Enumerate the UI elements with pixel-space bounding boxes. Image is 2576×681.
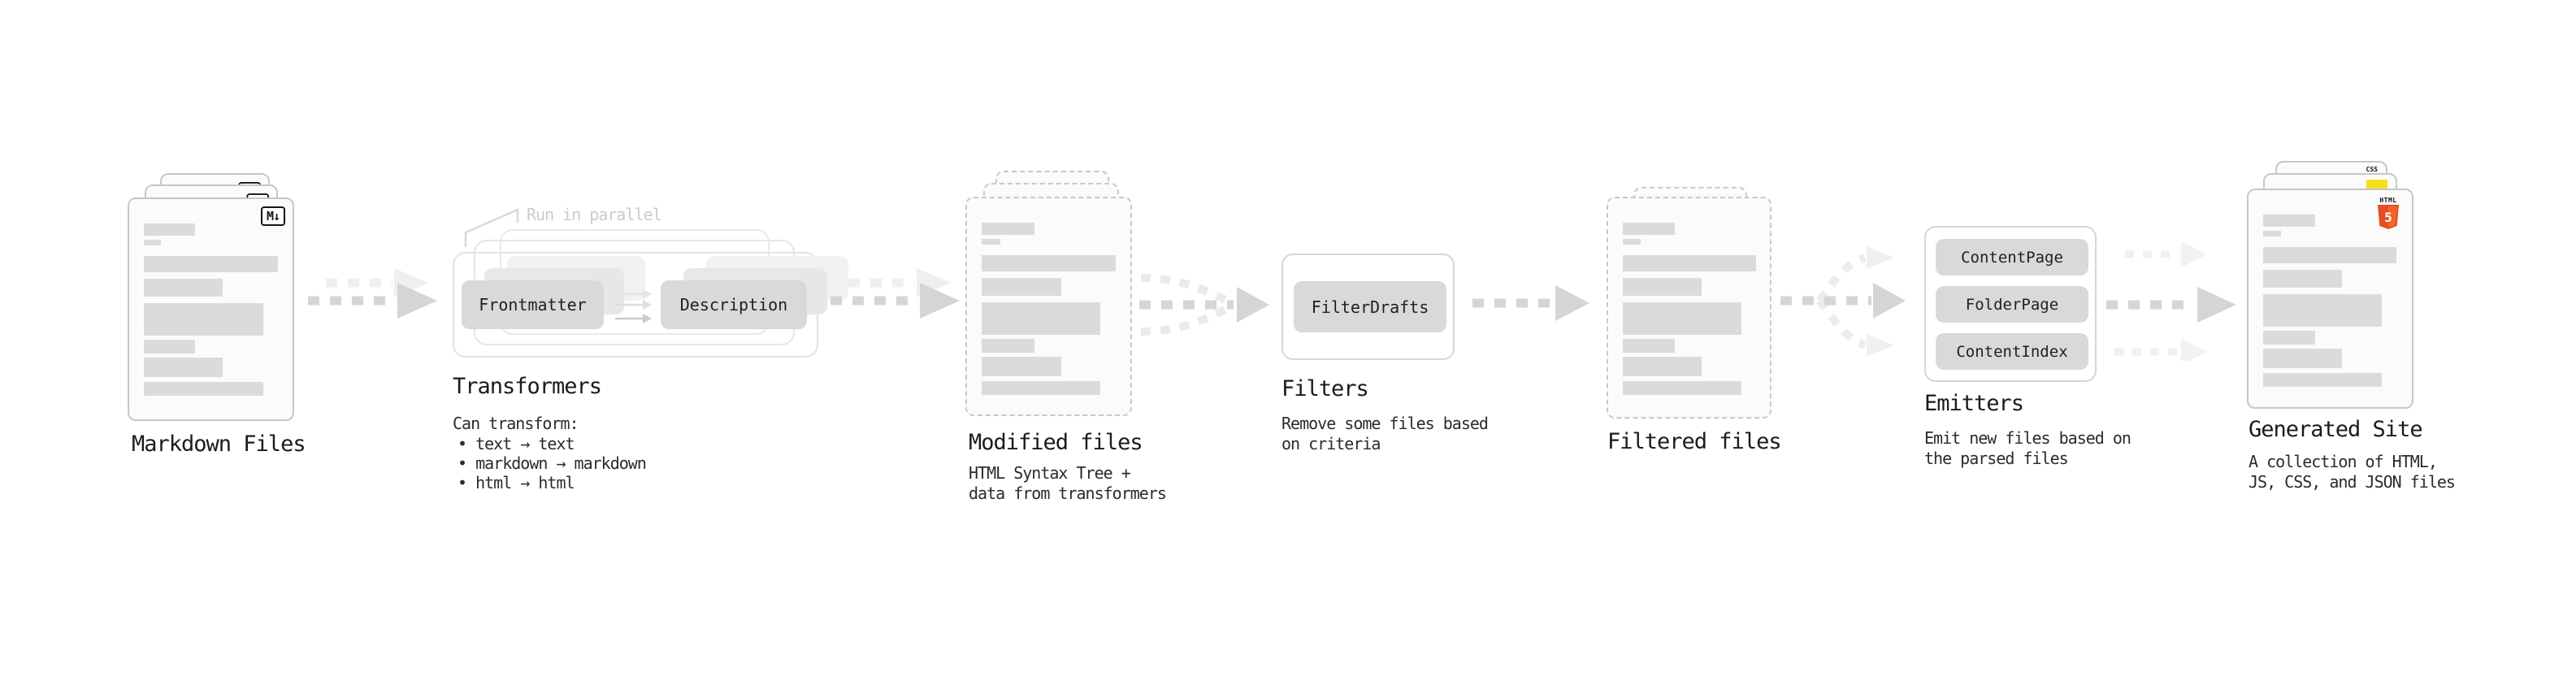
javascript-icon	[2366, 180, 2387, 190]
desc-line: on criteria	[1281, 434, 1381, 453]
emitters-desc: Emit new files based on the parsed files	[1924, 428, 2131, 469]
filters-desc: Remove some files based on criteria	[1281, 414, 1489, 454]
desc-line: Emit new files based on	[1924, 428, 2131, 448]
frontmatter-pill: Frontmatter	[462, 280, 604, 329]
transformers-desc-title: Can transform:	[453, 414, 579, 433]
modified-files-desc: HTML Syntax Tree + data from transformer…	[969, 463, 1167, 504]
contentindex-pill: ContentIndex	[1936, 333, 2088, 370]
transformers-label: Transformers	[453, 374, 602, 399]
flow-arrow-markdown-to-transformers	[308, 268, 437, 319]
filtered-files-label: Filtered files	[1607, 429, 1782, 454]
desc-line: HTML Syntax Tree +	[969, 463, 1131, 483]
bullet-item: • text → text	[458, 434, 575, 453]
modified-file-card-front	[965, 197, 1132, 416]
text-placeholder-bars	[982, 223, 1116, 395]
modified-files-stack	[965, 171, 1152, 423]
text-placeholder-bars	[144, 223, 278, 396]
filtered-file-card-front	[1607, 197, 1772, 419]
contentpage-pill: ContentPage	[1936, 239, 2088, 275]
desc-line: JS, CSS, and JSON files	[2249, 472, 2456, 492]
parallel-mini-arrows	[615, 289, 652, 323]
flow-arrow-modified-to-filters-merge	[1139, 274, 1269, 336]
filters-label: Filters	[1281, 376, 1369, 401]
folderpage-pill: FolderPage	[1936, 286, 2088, 323]
desc-line: data from transformers	[969, 484, 1167, 503]
markdown-files-stack: M↓ M↓ M↓	[128, 173, 331, 425]
description-pill: Description	[661, 280, 807, 329]
html5-icon-number: 5	[2384, 210, 2392, 225]
markdown-icon: M↓	[260, 206, 285, 226]
run-in-parallel-bracket	[464, 208, 519, 247]
site-file-card-html: HTML 5	[2247, 189, 2413, 409]
text-placeholder-bars	[1623, 223, 1756, 395]
text-placeholder-bars	[2263, 215, 2396, 387]
flow-arrow-filtered-to-emitters-fanout	[1780, 246, 1906, 357]
flow-arrow-filters-to-filtered	[1472, 285, 1589, 321]
transformers-bullet-list: • text → text • markdown → markdown • ht…	[458, 434, 647, 492]
emitters-panel: ContentPage FolderPage ContentIndex	[1924, 226, 2097, 382]
generated-site-desc: A collection of HTML, JS, CSS, and JSON …	[2249, 452, 2456, 492]
bullet-item: • markdown → markdown	[458, 453, 647, 473]
generated-site-label: Generated Site	[2249, 417, 2423, 442]
run-in-parallel-note: Run in parallel	[527, 205, 662, 224]
html5-icon-word: HTML	[2379, 197, 2397, 204]
markdown-file-card-front: M↓	[128, 197, 294, 421]
modified-files-label: Modified files	[969, 430, 1143, 455]
desc-line: Remove some files based	[1281, 414, 1489, 433]
flow-arrow-transformers-to-modified	[830, 268, 960, 319]
desc-line: A collection of HTML,	[2249, 452, 2438, 471]
filtered-files-stack	[1607, 185, 1793, 429]
html5-icon: HTML 5	[2374, 197, 2402, 231]
generated-site-stack: CSS HTML 5	[2247, 161, 2450, 413]
emitters-label: Emitters	[1924, 391, 2024, 416]
markdown-files-label: Markdown Files	[132, 432, 306, 457]
bullet-item: • html → html	[458, 473, 575, 492]
flow-arrows-emitters-to-site	[2106, 241, 2236, 361]
filterdrafts-pill: FilterDrafts	[1294, 281, 1446, 332]
desc-line: the parsed files	[1924, 449, 2069, 468]
transformers-stack: Frontmatter Description	[453, 203, 848, 366]
filters-panel: FilterDrafts	[1281, 254, 1455, 360]
